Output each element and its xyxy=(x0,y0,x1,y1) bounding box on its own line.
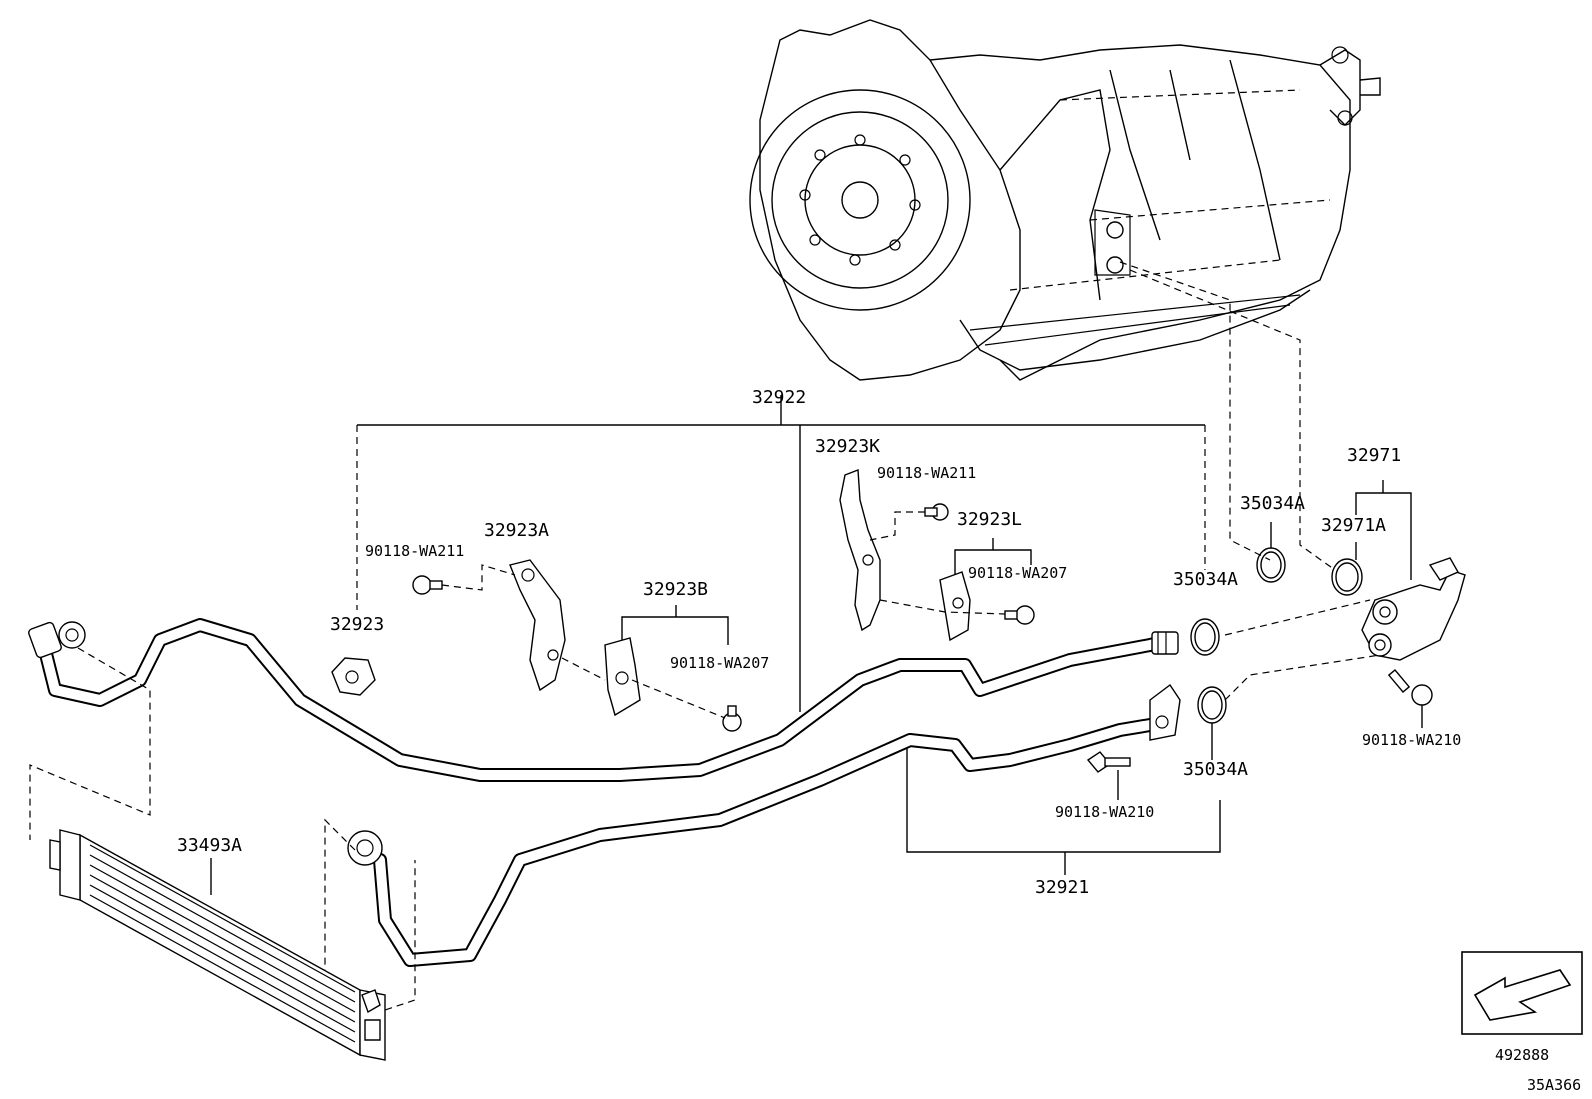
leader-oring-low xyxy=(1224,654,1381,701)
label-32923A: 32923A xyxy=(484,520,549,541)
front-direction-arrow-icon xyxy=(1461,951,1583,1035)
label-32923K: 32923K xyxy=(815,436,880,457)
label-90118-WA211-right: 90118-WA211 xyxy=(877,464,976,482)
label-32923: 32923 xyxy=(330,614,384,635)
bracket-32922 xyxy=(356,395,1206,712)
part-labels: 32922 32923 32923A 32923B 32923K 32923L … xyxy=(177,387,1461,898)
hose-fitting-right-upper xyxy=(1151,631,1179,655)
clamp-32923L xyxy=(939,571,971,642)
label-32923L: 32923L xyxy=(957,509,1022,530)
bracket-32971 xyxy=(1355,480,1412,580)
figure-code: 35A366 xyxy=(1527,1076,1581,1094)
leader-bolt-wa207-right xyxy=(879,599,1006,615)
label-32923B: 32923B xyxy=(643,579,708,600)
label-32971A: 32971A xyxy=(1321,515,1386,536)
label-35034A-mid: 35034A xyxy=(1173,569,1238,590)
label-90118-WA210-lower: 90118-WA210 xyxy=(1055,803,1154,821)
label-35034A-low: 35034A xyxy=(1183,759,1248,780)
label-32922: 32922 xyxy=(752,387,806,408)
bolt-wa210-lower xyxy=(1086,751,1131,773)
bolt-wa210-right xyxy=(1387,669,1433,706)
oil-cooler-33493A xyxy=(49,829,386,1061)
label-90118-WA207-left: 90118-WA207 xyxy=(670,654,769,672)
bracket-32921 xyxy=(906,745,1221,875)
clamp-32923 xyxy=(331,657,376,696)
label-32971: 32971 xyxy=(1347,445,1401,466)
union-32971 xyxy=(1361,557,1466,661)
hose-fitting-left-lower xyxy=(347,830,383,866)
oring-35034A-low xyxy=(1197,686,1227,724)
label-90118-WA207-right: 90118-WA207 xyxy=(968,564,1067,582)
hose-fitting-right-lower xyxy=(1149,683,1181,741)
clamp-32923K xyxy=(839,469,881,632)
oring-32971A xyxy=(1331,558,1363,596)
bolt-wa207-left xyxy=(722,705,742,732)
leader-port-upper xyxy=(1119,261,1271,561)
oring-35034A-mid xyxy=(1190,618,1220,656)
label-32921: 32921 xyxy=(1035,877,1089,898)
cooler-hose-upper xyxy=(38,618,1177,782)
label-90118-WA210-right: 90118-WA210 xyxy=(1362,731,1461,749)
leader-hose-upper-cooler xyxy=(29,647,151,840)
clamp-32923A xyxy=(509,559,566,692)
bolt-wa207-right xyxy=(1004,605,1035,625)
bracket-32923L xyxy=(954,538,1032,585)
cooler-hose-lower xyxy=(373,718,1157,967)
leader-bolt-wa211-left xyxy=(441,564,516,591)
oring-35034A-top xyxy=(1256,547,1286,583)
bolt-wa211-right xyxy=(924,503,949,521)
clamp-32923B xyxy=(604,637,641,717)
label-33493A: 33493A xyxy=(177,835,242,856)
bolt-wa211-left xyxy=(412,575,443,595)
hose-fitting-left-upper xyxy=(28,621,86,659)
catalog-number: 492888 xyxy=(1495,1046,1549,1064)
label-90118-WA211-left: 90118-WA211 xyxy=(365,542,464,560)
leader-bolt-wa207-left xyxy=(631,679,726,719)
leader-bolt-wa211-right xyxy=(869,511,925,541)
leader-oring-top xyxy=(1224,599,1371,636)
flexplate-holes xyxy=(799,134,921,266)
bracket-32923B xyxy=(621,605,729,645)
leader-port-lower xyxy=(1129,269,1336,571)
label-35034A-top: 35034A xyxy=(1240,493,1305,514)
leader-clamp-32923A xyxy=(561,657,606,681)
transmission-assembly xyxy=(749,19,1381,381)
